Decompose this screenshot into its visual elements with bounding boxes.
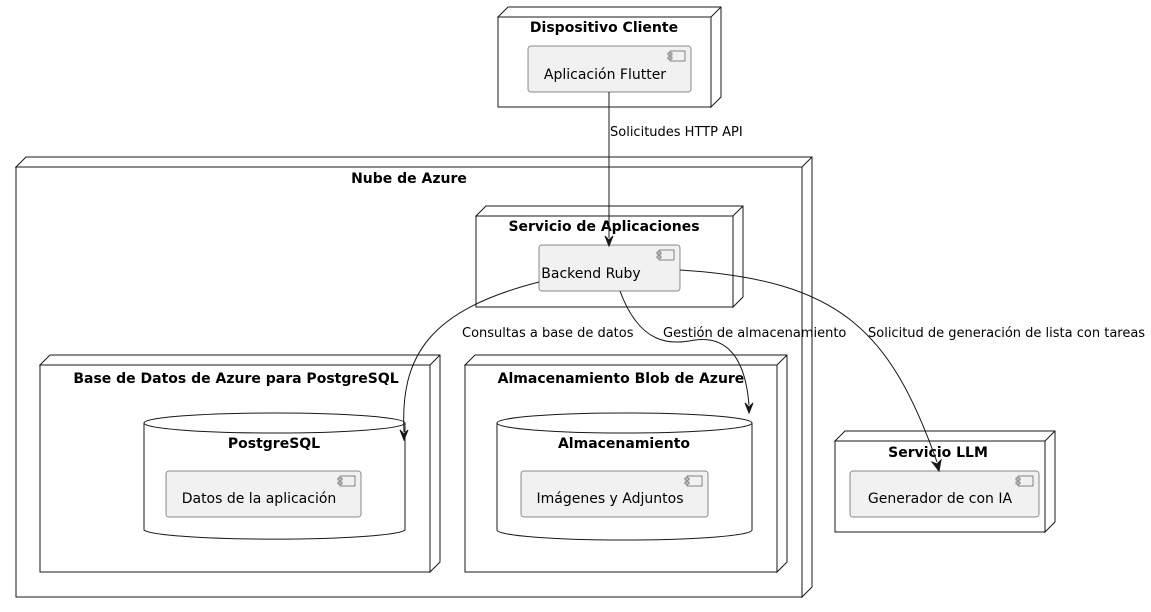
edge-label: Consultas a base de datos xyxy=(462,326,634,341)
component-label: Aplicación Flutter xyxy=(544,67,666,83)
node-postgres: Base de Datos de Azure para PostgreSQL P… xyxy=(38,354,441,574)
node-llm-service: Servicio LLM Generador de con IA xyxy=(833,430,1056,534)
database-title: Almacenamiento xyxy=(558,436,690,452)
node-title: Almacenamiento Blob de Azure xyxy=(498,371,745,387)
database-title: PostgreSQL xyxy=(228,436,320,452)
component-app-data[interactable]: Datos de la aplicación xyxy=(165,470,362,518)
database-postgresql[interactable]: PostgreSQL Datos de la aplicación xyxy=(143,412,406,540)
component-backend-ruby[interactable]: Backend Ruby xyxy=(538,244,681,292)
node-title: Base de Datos de Azure para PostgreSQL xyxy=(73,371,398,387)
edge-label: Gestión de almacenamiento xyxy=(663,326,846,341)
component-label: Datos de la aplicación xyxy=(182,491,337,507)
node-title: Dispositivo Cliente xyxy=(530,20,678,36)
edge-llm: Solicitud de generación de lista con tar… xyxy=(679,269,1145,473)
node-title: Nube de Azure xyxy=(351,171,467,187)
edge-label: Solicitudes HTTP API xyxy=(610,125,743,140)
component-ai-generator[interactable]: Generador de con IA xyxy=(849,470,1040,518)
node-blob-storage: Almacenamiento Blob de Azure Almacenamie… xyxy=(463,354,788,574)
database-storage[interactable]: Almacenamiento Imágenes y Adjuntos xyxy=(496,412,753,541)
component-label: Backend Ruby xyxy=(541,266,640,282)
node-title: Servicio de Aplicaciones xyxy=(508,219,699,235)
component-images-attachments[interactable]: Imágenes y Adjuntos xyxy=(520,470,709,518)
node-app-service: Servicio de Aplicaciones Backend Ruby xyxy=(474,205,744,309)
edge-label: Solicitud de generación de lista con tar… xyxy=(868,326,1145,341)
edge-db-queries: Consultas a base de datos xyxy=(399,281,634,442)
edge-http-api: Solicitudes HTTP API xyxy=(604,92,743,248)
component-label: Imágenes y Adjuntos xyxy=(536,491,683,507)
node-client-device: Dispositivo Cliente Aplicación Flutter xyxy=(496,6,722,109)
component-label: Generador de con IA xyxy=(868,491,1013,507)
node-title: Servicio LLM xyxy=(888,445,988,461)
edge-storage: Gestión de almacenamiento xyxy=(619,290,846,415)
component-flutter-app[interactable]: Aplicación Flutter xyxy=(527,45,692,93)
